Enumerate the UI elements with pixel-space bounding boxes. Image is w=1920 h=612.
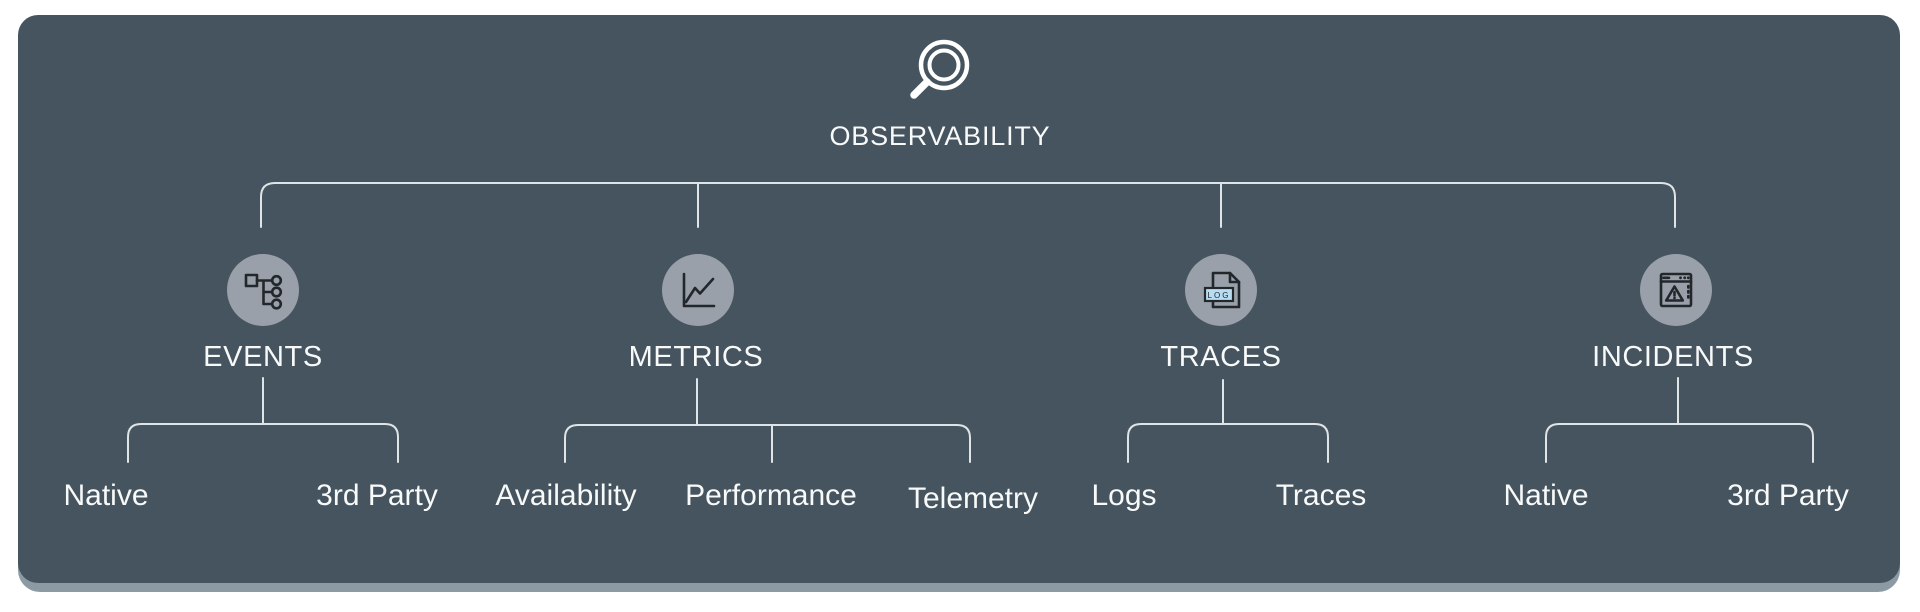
branch-label-metrics: METRICS bbox=[628, 341, 764, 373]
leaf-traces-traces: Traces bbox=[1275, 479, 1367, 512]
alert-window-icon bbox=[1659, 272, 1693, 308]
log-file-icon: LOG bbox=[1203, 271, 1241, 309]
branch-label-events: EVENTS bbox=[203, 341, 323, 373]
root-label: OBSERVABILITY bbox=[829, 121, 1051, 151]
log-banner-text: LOG bbox=[1208, 291, 1231, 300]
leaf-metrics-performance: Performance bbox=[685, 479, 857, 512]
observability-card bbox=[18, 15, 1900, 583]
leaf-incidents-native: Native bbox=[1503, 479, 1589, 512]
traces-node: LOG bbox=[1185, 254, 1257, 326]
leaf-events-3rd-party: 3rd Party bbox=[316, 479, 438, 512]
metrics-node bbox=[662, 254, 734, 326]
leaf-metrics-availability: Availability bbox=[495, 479, 637, 512]
line-chart-icon bbox=[682, 272, 716, 308]
sitemap-icon bbox=[244, 273, 283, 310]
leaf-incidents-3rd-party: 3rd Party bbox=[1727, 479, 1849, 512]
incidents-node bbox=[1640, 254, 1712, 326]
leaf-metrics-telemetry: Telemetry bbox=[907, 482, 1039, 515]
leaf-events-native: Native bbox=[63, 479, 149, 512]
leaf-traces-logs: Logs bbox=[1091, 479, 1157, 512]
events-node bbox=[227, 254, 299, 326]
magnifying-glass-icon bbox=[910, 39, 970, 99]
branch-label-incidents: INCIDENTS bbox=[1592, 341, 1754, 373]
branch-label-traces: TRACES bbox=[1160, 341, 1282, 373]
